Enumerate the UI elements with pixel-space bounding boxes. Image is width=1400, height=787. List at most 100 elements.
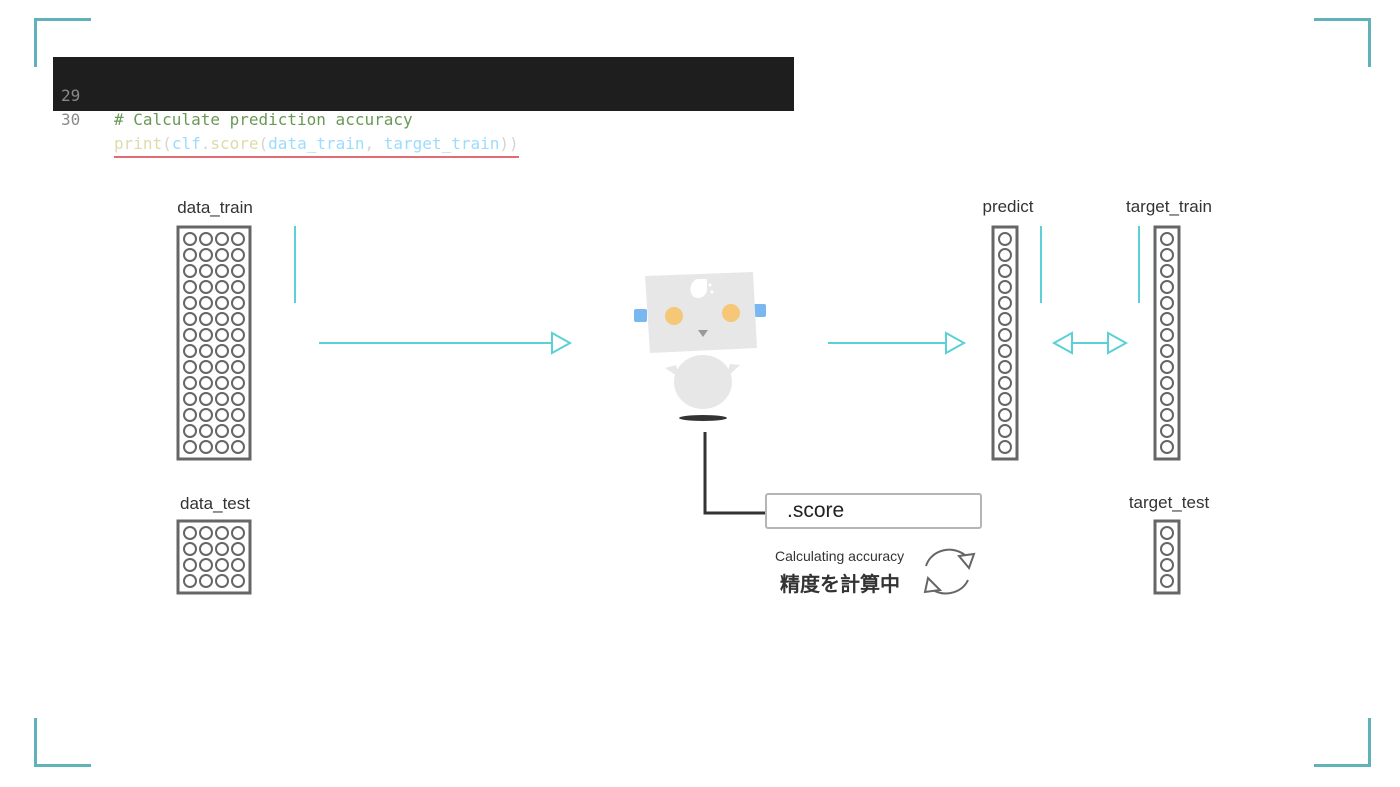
matrix-cell <box>1160 248 1174 262</box>
code-punct: )) <box>499 134 519 153</box>
matrix-cell <box>183 248 197 262</box>
matrix-cell <box>183 360 197 374</box>
score-connector <box>703 432 766 515</box>
matrix-cell <box>231 344 245 358</box>
matrix-cell <box>183 424 197 438</box>
matrix-cell <box>231 296 245 310</box>
matrix-cell <box>998 248 1012 262</box>
matrix-cell <box>998 328 1012 342</box>
label-predict: predict <box>982 197 1034 216</box>
matrix-cell <box>998 360 1012 374</box>
score-method-box: .score <box>765 493 982 529</box>
matrix-cell <box>998 376 1012 390</box>
matrix-cell <box>183 408 197 422</box>
code-clf-object: clf <box>171 134 201 153</box>
arrow-input-to-model <box>319 331 573 355</box>
code-punct: . <box>200 134 211 153</box>
matrix-cell <box>199 264 213 278</box>
matrix-cell <box>183 542 197 556</box>
matrix-cell <box>199 232 213 246</box>
matrix-cell <box>183 526 197 540</box>
matrix-cell <box>215 328 229 342</box>
code-punct: ( <box>162 134 172 153</box>
matrix-cell <box>1160 376 1174 390</box>
matrix-cell <box>215 440 229 454</box>
matrix-cell <box>231 360 245 374</box>
matrix-cell <box>998 392 1012 406</box>
label-data-test: data_test <box>180 494 250 513</box>
matrix-cell <box>215 376 229 390</box>
matrix-cell <box>183 232 197 246</box>
code-print-fn: print <box>114 134 163 153</box>
matrix-cell <box>231 440 245 454</box>
matrix-cell <box>998 232 1012 246</box>
matrix-cell <box>215 558 229 572</box>
matrix-cell <box>215 574 229 588</box>
matrix-cell <box>199 424 213 438</box>
matrix-frame <box>176 519 252 595</box>
matrix-cell <box>1160 542 1174 556</box>
arrow-model-to-predict <box>828 331 967 355</box>
code-statement: print(clf.score(data_train, target_train… <box>114 132 519 158</box>
matrix-cell <box>199 344 213 358</box>
code-line-29: 29 # Calculate prediction accuracy <box>53 60 794 129</box>
data-train-matrix <box>176 225 252 461</box>
matrix-cell <box>1160 526 1174 540</box>
matrix-cell <box>183 558 197 572</box>
matrix-cell <box>215 526 229 540</box>
matrix-cell <box>231 328 245 342</box>
matrix-cell <box>183 344 197 358</box>
matrix-cell <box>199 542 213 556</box>
matrix-cell <box>183 440 197 454</box>
frame-corner-top-right <box>1314 18 1371 67</box>
matrix-cell <box>199 328 213 342</box>
matrix-cell <box>215 360 229 374</box>
code-comment: # Calculate prediction accuracy <box>114 110 413 129</box>
label-data-train: data_train <box>177 198 253 217</box>
matrix-cell <box>199 360 213 374</box>
code-punct: ( <box>258 134 269 153</box>
code-arg-data-train: data_train <box>268 134 365 153</box>
status-text-en: Calculating accuracy <box>775 548 905 564</box>
matrix-cell <box>231 424 245 438</box>
frame-corner-bottom-left <box>34 718 91 767</box>
matrix-cell <box>215 280 229 294</box>
matrix-cell <box>231 542 245 556</box>
matrix-cell <box>231 376 245 390</box>
matrix-cell <box>231 232 245 246</box>
matrix-cell <box>199 526 213 540</box>
label-target-train: target_train <box>1126 197 1212 216</box>
matrix-cell <box>231 392 245 406</box>
matrix-cell <box>199 392 213 406</box>
matrix-cell <box>1160 360 1174 374</box>
matrix-cell <box>199 296 213 310</box>
matrix-cell <box>215 408 229 422</box>
matrix-cell <box>183 312 197 326</box>
matrix-cell <box>199 280 213 294</box>
matrix-cell <box>215 424 229 438</box>
matrix-cell <box>1160 328 1174 342</box>
matrix-cell <box>1160 440 1174 454</box>
matrix-cell <box>215 232 229 246</box>
matrix-cell <box>199 558 213 572</box>
matrix-cell <box>231 248 245 262</box>
matrix-cell <box>998 424 1012 438</box>
line-number: 29 <box>61 86 81 105</box>
matrix-cell <box>231 280 245 294</box>
label-target-test: target_test <box>1128 493 1210 512</box>
matrix-cell <box>183 376 197 390</box>
code-score-method: score <box>210 134 259 153</box>
target-test-matrix <box>1153 519 1181 595</box>
matrix-cell <box>231 312 245 326</box>
matrix-cell <box>1160 558 1174 572</box>
frame-corner-bottom-right <box>1314 718 1371 767</box>
matrix-cell <box>215 296 229 310</box>
frame-corner-top-left <box>34 18 91 67</box>
matrix-cell <box>199 248 213 262</box>
matrix-cell <box>183 296 197 310</box>
code-arg-target-train: target_train <box>383 134 500 153</box>
code-snippet: 29 # Calculate prediction accuracy 30 pr… <box>53 57 794 158</box>
matrix-cell <box>231 408 245 422</box>
matrix-cell <box>1160 296 1174 310</box>
matrix-cell <box>199 574 213 588</box>
